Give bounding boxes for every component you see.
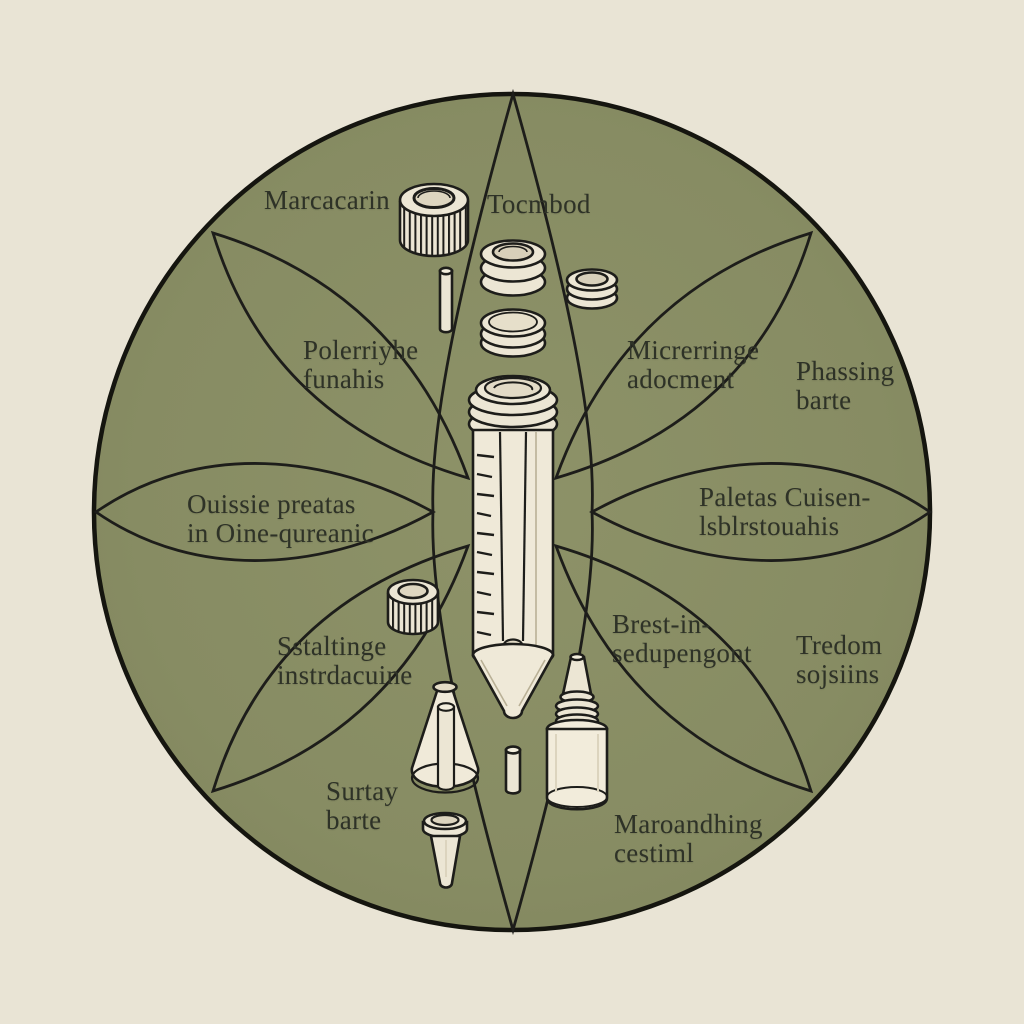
label-brest: Brest-in-sedupengont bbox=[612, 609, 752, 668]
label-tocmbod: Tocmbod bbox=[487, 189, 591, 219]
screw-ring-stack-small-icon bbox=[565, 268, 619, 310]
screw-ring-stack-icon bbox=[479, 239, 547, 297]
small-rod-icon bbox=[438, 266, 454, 334]
ribbed-screw-cap-small-icon bbox=[386, 578, 440, 636]
centrifuge-tube-icon bbox=[467, 374, 559, 720]
dropper-bottle-icon bbox=[545, 652, 609, 811]
funnel-cone-icon bbox=[410, 680, 480, 794]
pipette-tip-icon bbox=[421, 811, 469, 889]
ribbed-screw-cap-large-icon bbox=[398, 182, 470, 258]
leaf-rosette bbox=[93, 88, 933, 936]
leaf-northeast bbox=[553, 230, 814, 481]
leaf-southeast bbox=[553, 543, 814, 794]
label-marcacarin: Marcacarin bbox=[264, 185, 390, 215]
label-paletas: Paletas Cuisen-lsblrstouahis bbox=[699, 482, 871, 541]
leaf-northwest bbox=[210, 230, 471, 481]
equipment-group bbox=[386, 182, 619, 889]
small-rod-lower-icon bbox=[504, 745, 522, 795]
leaf-west bbox=[93, 462, 436, 562]
leaf-east bbox=[589, 462, 933, 562]
cap-liner-disc-stack-icon bbox=[479, 308, 547, 358]
leaf-southwest bbox=[210, 543, 471, 794]
leaf-center-vertical bbox=[431, 88, 594, 936]
